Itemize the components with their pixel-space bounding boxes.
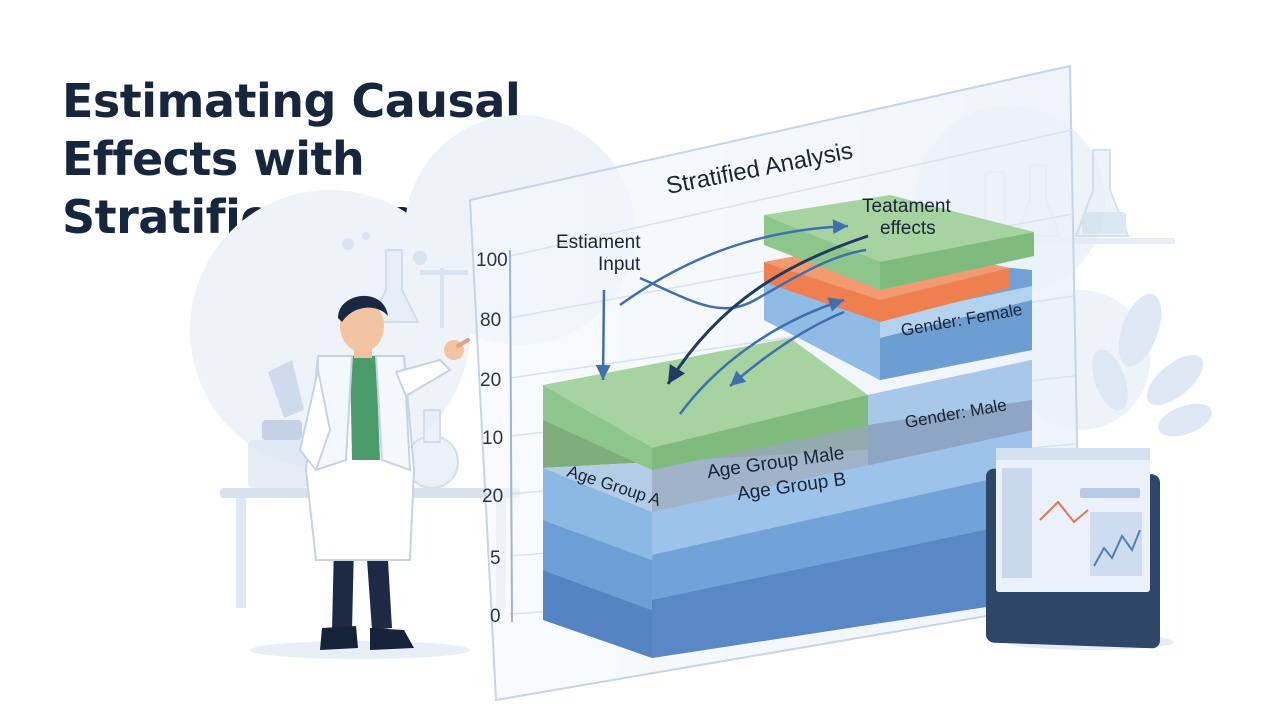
flow-arrows bbox=[595, 219, 869, 415]
title-line-1: Estimating Causal bbox=[62, 74, 521, 128]
lab-equipment bbox=[220, 232, 520, 608]
y-tick: 10 bbox=[482, 428, 503, 449]
y-tick: 80 bbox=[480, 310, 501, 331]
y-tick: 5 bbox=[490, 548, 501, 569]
y-tick: 100 bbox=[476, 250, 508, 271]
monitor bbox=[986, 448, 1174, 650]
treatment-effects-label: Teatament bbox=[862, 196, 951, 217]
y-axis: 100 80 20 10 20 5 0 bbox=[476, 250, 508, 627]
title-line-2: Effects with bbox=[62, 132, 365, 186]
strata-block-back bbox=[764, 195, 1034, 380]
strata-block-front bbox=[543, 338, 1032, 658]
y-tick: 0 bbox=[490, 606, 501, 627]
leaves-decoration bbox=[1092, 293, 1212, 437]
treatment-effects-label: effects bbox=[880, 218, 936, 239]
estimate-input-label: Estiament bbox=[556, 232, 641, 253]
y-tick: 20 bbox=[482, 486, 503, 507]
estimate-input-label: Input bbox=[598, 254, 641, 275]
scientist-figure bbox=[250, 295, 470, 659]
y-tick: 20 bbox=[480, 370, 501, 391]
